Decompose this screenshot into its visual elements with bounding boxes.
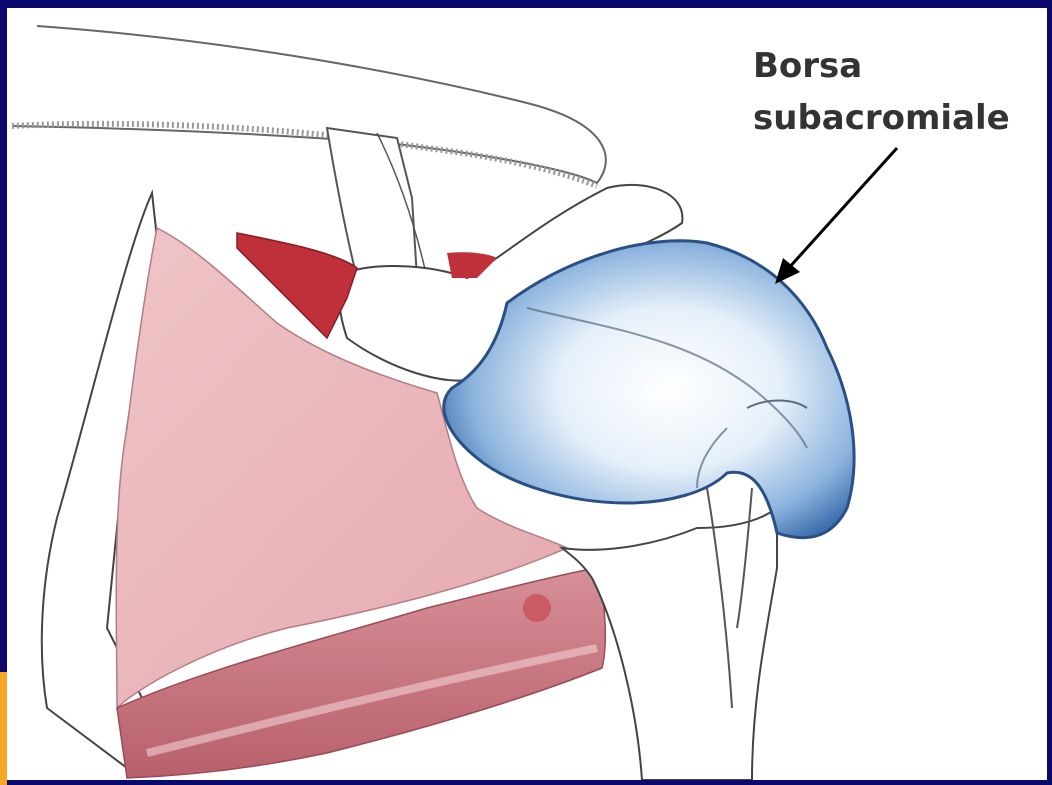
illustration-canvas: Borsa subacromiale	[7, 8, 1047, 780]
annotation-arrow	[775, 148, 897, 284]
label-line-2: subacromiale	[753, 92, 1010, 144]
orange-accent-bar	[0, 672, 7, 785]
clavicle	[12, 26, 606, 186]
bursa-label: Borsa subacromiale	[753, 40, 1010, 144]
label-line-1: Borsa	[753, 40, 1010, 92]
